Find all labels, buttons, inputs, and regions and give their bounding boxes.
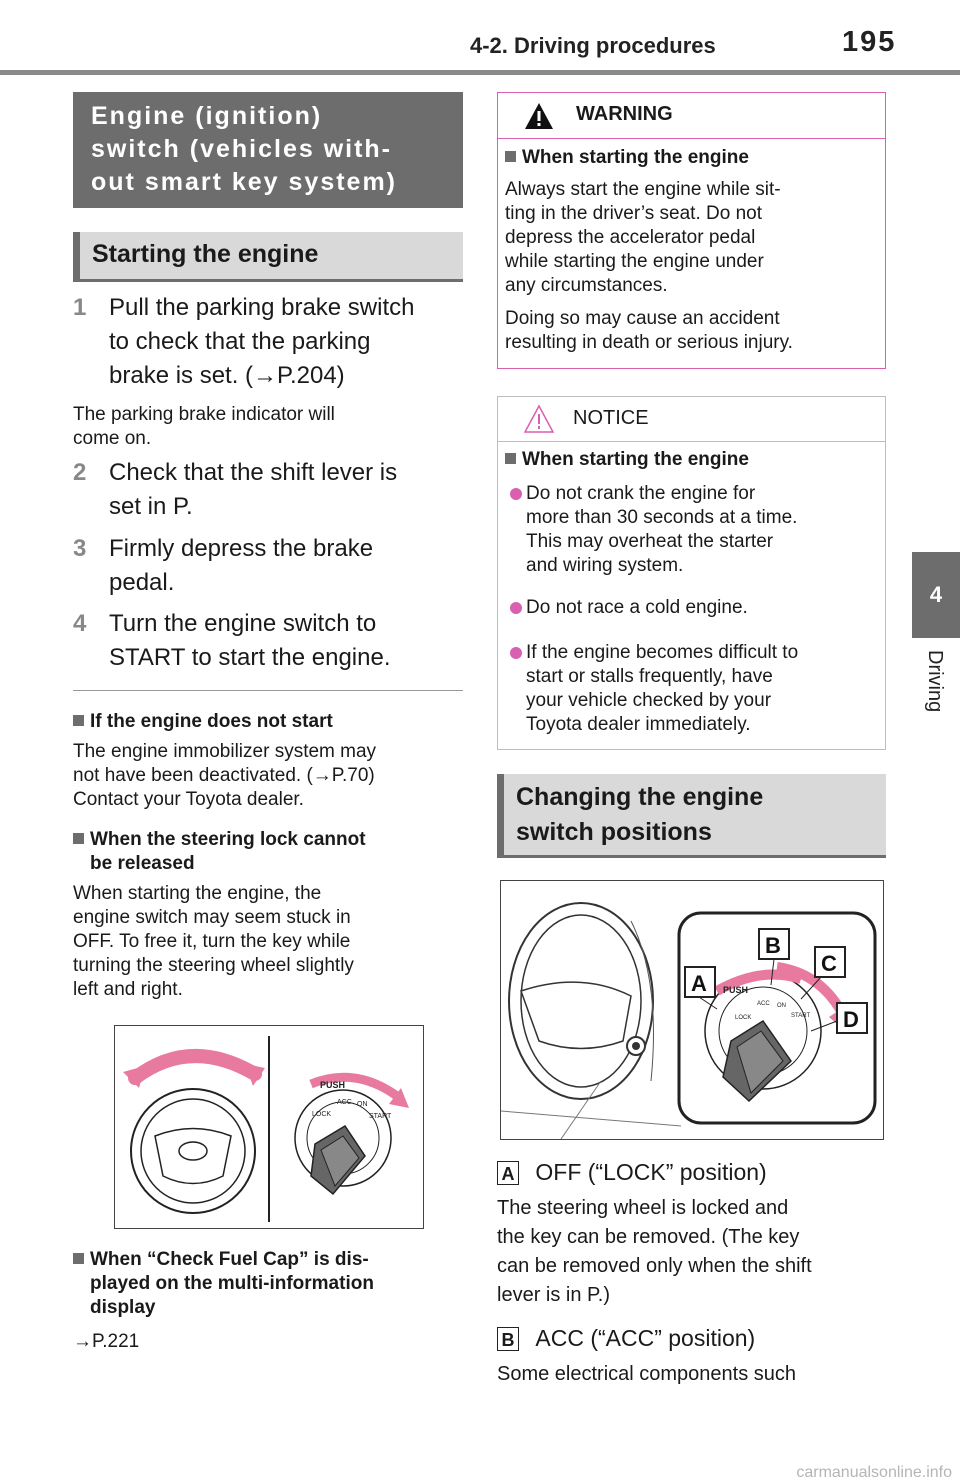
square-bullet-icon xyxy=(73,715,84,726)
callout-a-badge: A xyxy=(497,1161,519,1185)
step-3: 3 Firmly depress the brake pedal. xyxy=(73,535,374,596)
note-steering-lock: When the steering lock cannot be release… xyxy=(73,829,366,1000)
bullet-dot-icon xyxy=(510,488,522,500)
svg-text:ACC: ACC xyxy=(757,1001,770,1007)
steering-lock-figure: PUSH LOCK ACC ON START xyxy=(114,1025,424,1229)
svg-text:ON: ON xyxy=(777,1003,786,1009)
switch-positions-figure: PUSH LOCK ACC ON START A B C D xyxy=(500,880,884,1140)
step-4: 4 Turn the engine switch to START to sta… xyxy=(73,610,391,671)
warning-box: WARNING When starting the engine Always … xyxy=(497,92,886,369)
subheading-switch-positions: Changing the engine switch positions xyxy=(497,774,886,858)
section-title: Engine (ignition) switch (vehicles with-… xyxy=(73,92,463,208)
notice-title: NOTICE xyxy=(573,407,649,429)
svg-text:A: A xyxy=(691,971,707,996)
step-1: 1 Pull the parking brake switch to check… xyxy=(73,294,415,389)
engine-switch-illustration: PUSH LOCK ACC ON START A B C D xyxy=(500,902,877,1140)
warning-title: WARNING xyxy=(576,103,673,125)
notice-bullet: Do not crank the engine for more than 30… xyxy=(504,482,874,578)
running-header: 4-2. Driving procedures xyxy=(470,33,716,58)
notice-bullet: Do not race a cold engine. xyxy=(504,596,874,620)
bullet-dot-icon xyxy=(510,647,522,659)
bullet-dot-icon xyxy=(510,602,522,614)
chapter-label: Driving xyxy=(924,650,946,713)
notice-triangle-icon xyxy=(523,404,555,433)
svg-text:C: C xyxy=(821,951,837,976)
subheading-starting: Starting the engine xyxy=(73,232,463,282)
notice-box: NOTICE When starting the engine Do not c… xyxy=(497,396,886,750)
step-1-note: The parking brake indicator will come on… xyxy=(73,404,335,449)
svg-text:START: START xyxy=(369,1113,392,1120)
note-fuel-cap: When “Check Fuel Cap” is dis- played on … xyxy=(73,1248,468,1354)
header-rule xyxy=(0,70,960,75)
page-reference-link[interactable]: →P.221 xyxy=(73,1331,140,1352)
callout-b-badge: B xyxy=(497,1327,519,1351)
page-number: 195 xyxy=(842,26,897,58)
steering-wheel-key-illustration: PUSH LOCK ACC ON START xyxy=(123,1036,409,1222)
svg-text:LOCK: LOCK xyxy=(312,1111,331,1118)
svg-text:PUSH: PUSH xyxy=(320,1080,345,1090)
step-2: 2 Check that the shift lever is set in P… xyxy=(73,459,398,520)
square-bullet-icon xyxy=(505,453,516,464)
svg-text:B: B xyxy=(765,933,781,958)
note-no-start: If the engine does not start The engine … xyxy=(73,711,377,810)
notice-bullet: If the engine becomes difficult to start… xyxy=(504,641,874,737)
rotation-arrow-icon xyxy=(128,1049,262,1085)
square-bullet-icon xyxy=(505,151,516,162)
square-bullet-icon xyxy=(73,1253,84,1264)
warning-triangle-icon xyxy=(525,103,553,129)
item-b: B ACC (“ACC” position) Some electrical c… xyxy=(497,1325,797,1385)
svg-text:ACC: ACC xyxy=(337,1099,352,1106)
svg-text:LOCK: LOCK xyxy=(735,1015,751,1021)
item-a: A OFF (“LOCK” position) The steering whe… xyxy=(497,1159,812,1306)
svg-text:PUSH: PUSH xyxy=(723,985,748,995)
svg-text:ON: ON xyxy=(357,1101,368,1108)
svg-text:START: START xyxy=(791,1013,810,1019)
svg-text:D: D xyxy=(843,1007,859,1032)
divider xyxy=(73,690,463,691)
square-bullet-icon xyxy=(73,833,84,844)
chapter-tab[interactable]: 4 xyxy=(912,552,960,638)
watermark: carmanualsonline.info xyxy=(796,1464,952,1481)
